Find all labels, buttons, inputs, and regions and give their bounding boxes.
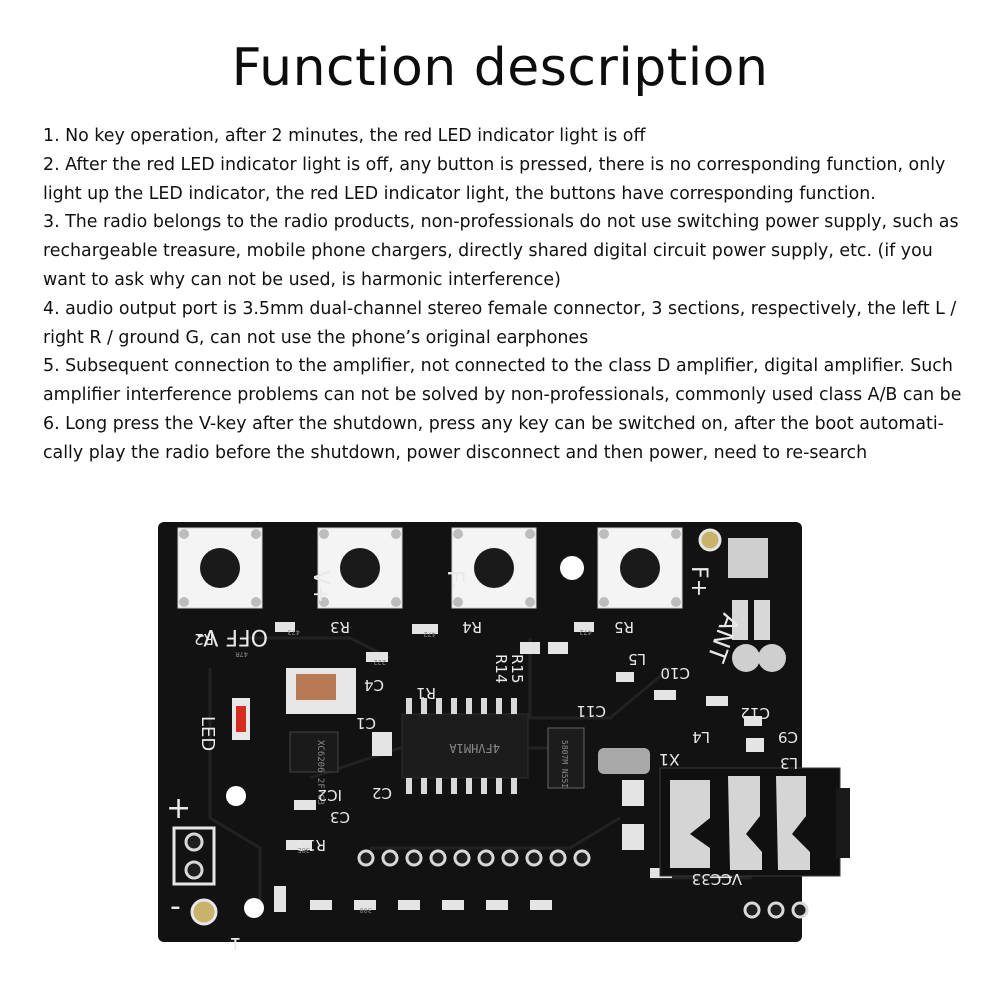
label-c12: C12	[740, 704, 770, 722]
mounting-hole	[560, 556, 584, 580]
label-f-minus: F-	[442, 570, 467, 591]
label-off-v-minus: OFF V-	[197, 624, 268, 649]
code-r3: 473	[287, 628, 300, 636]
label-r4: R4	[462, 618, 482, 636]
label-c2: C2	[372, 784, 392, 802]
label-x1: X1	[659, 750, 680, 769]
description-item-1: 1. No key operation, after 2 minutes, th…	[43, 126, 646, 146]
main-ic-mark: 4FVHM1A	[449, 741, 500, 755]
function-description-list: 1. No key operation, after 2 minutes, th…	[43, 122, 963, 468]
label-f-plus: F+	[686, 566, 711, 597]
description-item-5: 5. Subsequent connection to the amplifie…	[43, 356, 962, 406]
label-c10: C10	[660, 664, 690, 682]
radio-pcb-board: OFF V- V+ F- F+ ANT LED XC6206 2F7G3	[150, 518, 850, 950]
label-plus: +	[166, 791, 191, 826]
label-c11: C11	[576, 702, 606, 720]
label-c9: C9	[778, 728, 798, 746]
small-ic-mark: 5807M N55I	[560, 740, 569, 788]
button-f-minus	[451, 527, 537, 609]
button-off-v-minus	[177, 527, 263, 609]
description-item-2: 2. After the red LED indicator light is …	[43, 154, 946, 204]
label-vcc33: VCC33	[692, 870, 742, 888]
label-l3: L3	[780, 754, 798, 772]
label-r5: R5	[614, 618, 634, 636]
code-r4: 472	[423, 630, 436, 638]
label-r1: R1	[416, 684, 436, 702]
label-l4: L4	[692, 728, 710, 746]
button-f-plus	[597, 527, 683, 609]
audio-jack-3-5mm	[659, 767, 850, 877]
page-title: Function description	[231, 38, 769, 98]
label-ic2: IC2	[318, 786, 342, 804]
code-r2: 47R	[235, 650, 248, 658]
button-v-plus	[317, 527, 403, 609]
label-v-plus: V+	[308, 570, 333, 603]
description-item-6: 6. Long press the V-key after the shutdo…	[43, 413, 944, 463]
crystal-x1	[598, 748, 650, 774]
label-minus: -	[170, 889, 181, 924]
red-led-indicator	[236, 706, 246, 732]
label-c1: C1	[356, 714, 376, 732]
code-bottom: 300	[359, 906, 372, 914]
code-r5: 472	[579, 628, 592, 636]
code-r13: 30E	[297, 846, 310, 854]
description-item-4: 4. audio output port is 3.5mm dual-chann…	[43, 298, 957, 348]
label-l5: L5	[628, 650, 646, 668]
regulator-mark: XC6206 2F7G3	[315, 740, 325, 805]
label-r15: R15	[508, 654, 526, 684]
label-r13: R13	[296, 836, 326, 854]
small-ic	[547, 727, 585, 789]
code-c4: 222	[373, 658, 386, 666]
label-c3: C3	[330, 808, 350, 826]
label-led: LED	[197, 716, 218, 751]
label-r3: R3	[330, 618, 350, 636]
power-connector	[172, 826, 216, 886]
main-ic: 4FVHM1A	[401, 698, 529, 794]
label-pin1: 1	[229, 933, 242, 950]
antenna-pad	[728, 538, 768, 578]
label-r14: R14	[492, 654, 510, 684]
description-item-3: 3. The radio belongs to the radio produc…	[43, 212, 959, 290]
label-c4: C4	[364, 676, 384, 694]
label-r2: R2	[194, 630, 214, 648]
